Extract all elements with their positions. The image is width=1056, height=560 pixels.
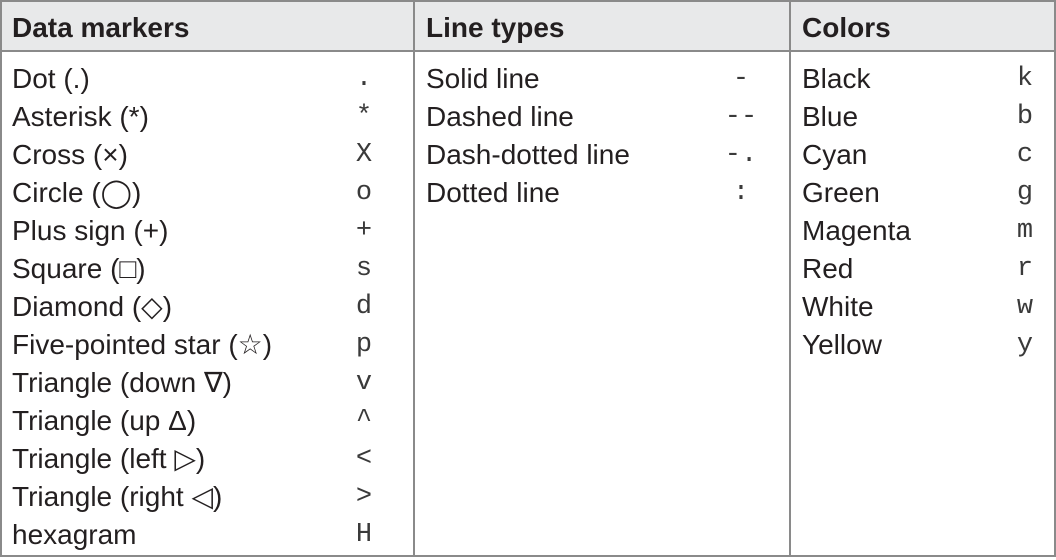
marker-code: d xyxy=(355,292,373,322)
marker-label: Dot (.) xyxy=(12,63,90,94)
color-label: Magenta xyxy=(802,215,911,246)
marker-label: Five-pointed star (☆) xyxy=(12,329,273,360)
line-type-code: -. xyxy=(724,140,758,170)
color-code: k xyxy=(1016,64,1034,94)
color-row: Yellow y xyxy=(802,326,1047,364)
line-type-label: Dashed line xyxy=(426,101,574,132)
marker-row: Triangle (up Δ) ^ xyxy=(12,402,407,440)
line-type-label: Dotted line xyxy=(426,177,560,208)
marker-row: Triangle (down ∇) v xyxy=(12,364,407,402)
marker-code: ^ xyxy=(355,406,373,436)
line-type-row: Dashed line -- xyxy=(426,98,781,136)
marker-row: Cross (×) X xyxy=(12,136,407,174)
marker-row: Triangle (right ◁) > xyxy=(12,478,407,516)
colors-heading: Colors xyxy=(802,12,891,43)
marker-row: Plus sign (+) + xyxy=(12,212,407,250)
marker-label: Triangle (down ∇) xyxy=(12,367,232,398)
line-type-code: : xyxy=(732,178,750,208)
column-divider xyxy=(413,2,415,555)
marker-code: . xyxy=(355,64,373,94)
marker-label: Triangle (left ▷) xyxy=(12,443,206,474)
marker-label: Circle (◯) xyxy=(12,177,142,208)
column-divider xyxy=(789,2,791,555)
color-label: Cyan xyxy=(802,139,868,170)
color-row: White w xyxy=(802,288,1047,326)
color-code: c xyxy=(1016,140,1034,170)
color-label: White xyxy=(802,291,874,322)
marker-label: Triangle (up Δ) xyxy=(12,405,197,436)
color-label: Green xyxy=(802,177,880,208)
data-markers-heading: Data markers xyxy=(12,12,190,43)
color-row: Red r xyxy=(802,250,1047,288)
marker-row: Asterisk (*) * xyxy=(12,98,407,136)
marker-row: Circle (◯) o xyxy=(12,174,407,212)
marker-row: Five-pointed star (☆) p xyxy=(12,326,407,364)
marker-code: < xyxy=(355,444,373,474)
line-types-heading: Line types xyxy=(426,12,565,43)
marker-row: Diamond (◇) d xyxy=(12,288,407,326)
color-label: Black xyxy=(802,63,871,94)
marker-code: p xyxy=(355,330,373,360)
marker-code: s xyxy=(355,254,373,284)
marker-code: H xyxy=(355,520,373,550)
header-row xyxy=(2,2,1054,52)
marker-label: Square (□) xyxy=(12,253,146,284)
line-type-code: -- xyxy=(724,102,758,132)
marker-code: * xyxy=(355,102,373,132)
marker-code: X xyxy=(355,140,373,170)
color-code: y xyxy=(1016,330,1034,360)
line-type-label: Dash-dotted line xyxy=(426,139,630,170)
marker-code: v xyxy=(355,368,373,398)
marker-label: Diamond (◇) xyxy=(12,291,173,322)
marker-label: Cross (×) xyxy=(12,139,128,170)
line-type-row: Dotted line: xyxy=(426,174,781,212)
marker-label: Asterisk (*) xyxy=(12,101,149,132)
color-label: Yellow xyxy=(802,329,882,360)
marker-label: Plus sign (+) xyxy=(12,215,169,246)
marker-label: hexagram xyxy=(12,519,137,550)
marker-code: o xyxy=(355,178,373,208)
color-code: b xyxy=(1016,102,1034,132)
marker-row: Triangle (left ▷) < xyxy=(12,440,407,478)
line-type-row: Dash-dotted line -. xyxy=(426,136,781,174)
color-row: Cyan c xyxy=(802,136,1047,174)
color-code: w xyxy=(1016,292,1034,322)
marker-label: Triangle (right ◁) xyxy=(12,481,223,512)
line-type-code: - xyxy=(732,64,750,94)
color-code: g xyxy=(1016,178,1034,208)
color-row: Green g xyxy=(802,174,1047,212)
marker-row: hexagram H xyxy=(12,516,407,554)
line-type-row: Solid line - xyxy=(426,60,781,98)
color-code: r xyxy=(1016,254,1034,284)
line-type-label: Solid line xyxy=(426,63,540,94)
color-row: Blue b xyxy=(802,98,1047,136)
marker-code: > xyxy=(355,482,373,512)
marker-row: Square (□) s xyxy=(12,250,407,288)
color-code: m xyxy=(1016,216,1034,246)
color-row: Magenta m xyxy=(802,212,1047,250)
marker-row: Dot (.). xyxy=(12,60,407,98)
color-label: Red xyxy=(802,253,854,284)
color-row: Black k xyxy=(802,60,1047,98)
marker-code: + xyxy=(355,216,373,246)
color-label: Blue xyxy=(802,101,859,132)
